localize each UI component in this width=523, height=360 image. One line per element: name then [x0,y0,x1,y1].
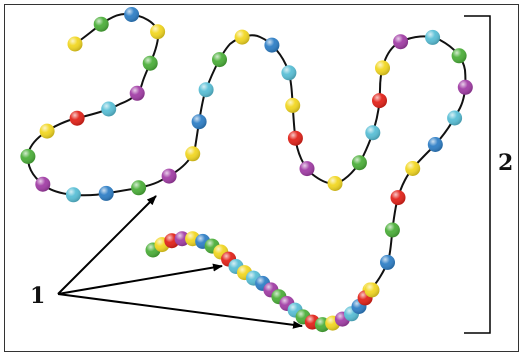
upper-bead [212,52,227,67]
upper-bead-highlight [447,111,462,126]
upper-bead-highlight [372,93,387,108]
upper-bead-highlight [428,137,443,152]
upper-bead [150,24,165,39]
upper-bead-highlight [365,125,380,140]
upper-bead-highlight [35,177,50,192]
upper-bead [199,82,214,97]
lower-bead [365,283,380,298]
upper-bead [66,187,81,202]
upper-bead-highlight [405,161,420,176]
upper-bead [99,186,114,201]
upper-bead-highlight [20,149,35,164]
upper-bead-highlight [288,131,303,146]
upper-bead-highlight [375,60,390,75]
upper-bead [405,161,420,176]
upper-bead [281,65,296,80]
upper-bead-highlight [66,187,81,202]
upper-bead-highlight [235,30,250,45]
upper-bead-highlight [185,146,200,161]
upper-bead [192,114,207,129]
upper-bead [40,124,55,139]
upper-bead [458,80,473,95]
figure-frame [5,5,519,352]
lower-bead-highlight [365,283,380,298]
label-1: 1 [30,283,45,309]
upper-bead [68,37,83,52]
upper-bead [372,93,387,108]
upper-bead-highlight [385,223,400,238]
upper-bead [101,102,116,117]
upper-bead [235,30,250,45]
upper-bead-highlight [192,114,207,129]
upper-bead-highlight [391,190,406,205]
upper-bead-highlight [452,48,467,63]
upper-bead [393,34,408,49]
upper-bead-highlight [130,86,145,101]
upper-bead [124,7,139,22]
upper-bead-highlight [143,56,158,71]
upper-bead-highlight [162,169,177,184]
upper-bead-highlight [124,7,139,22]
upper-bead-highlight [68,37,83,52]
upper-bead [452,48,467,63]
upper-bead [143,56,158,71]
upper-bead [131,180,146,195]
upper-bead [391,190,406,205]
upper-bead-highlight [150,24,165,39]
upper-bead [300,161,315,176]
upper-bead-highlight [393,34,408,49]
upper-bead-highlight [264,38,279,53]
upper-bead-highlight [40,124,55,139]
upper-bead-highlight [458,80,473,95]
upper-bead [35,177,50,192]
upper-bead [352,155,367,170]
upper-bead [20,149,35,164]
upper-bead-highlight [101,102,116,117]
upper-bead-highlight [352,155,367,170]
upper-bead [288,131,303,146]
strand-backbone-upper [28,14,466,290]
upper-bead-highlight [199,82,214,97]
upper-bead [130,86,145,101]
upper-bead-highlight [212,52,227,67]
upper-bead [285,98,300,113]
upper-bead [385,223,400,238]
bracket [464,16,490,333]
upper-bead-highlight [281,65,296,80]
upper-bead [365,125,380,140]
upper-bead-highlight [380,255,395,270]
upper-bead-highlight [328,176,343,191]
upper-bead [428,137,443,152]
molecule-1-beads [20,7,472,298]
upper-bead [162,169,177,184]
label-2: 2 [498,150,513,176]
upper-bead [425,30,440,45]
upper-bead-highlight [425,30,440,45]
upper-bead-highlight [285,98,300,113]
arrow-to-lower-strand [58,294,302,326]
upper-bead [380,255,395,270]
upper-bead-highlight [300,161,315,176]
molecule-2-beads [146,231,380,332]
upper-bead [94,17,109,32]
upper-bead [447,111,462,126]
upper-bead-highlight [131,180,146,195]
upper-bead [70,111,85,126]
upper-bead [375,60,390,75]
upper-bead-highlight [94,17,109,32]
upper-bead [264,38,279,53]
upper-bead [328,176,343,191]
upper-bead-highlight [70,111,85,126]
upper-bead [185,146,200,161]
upper-bead-highlight [99,186,114,201]
